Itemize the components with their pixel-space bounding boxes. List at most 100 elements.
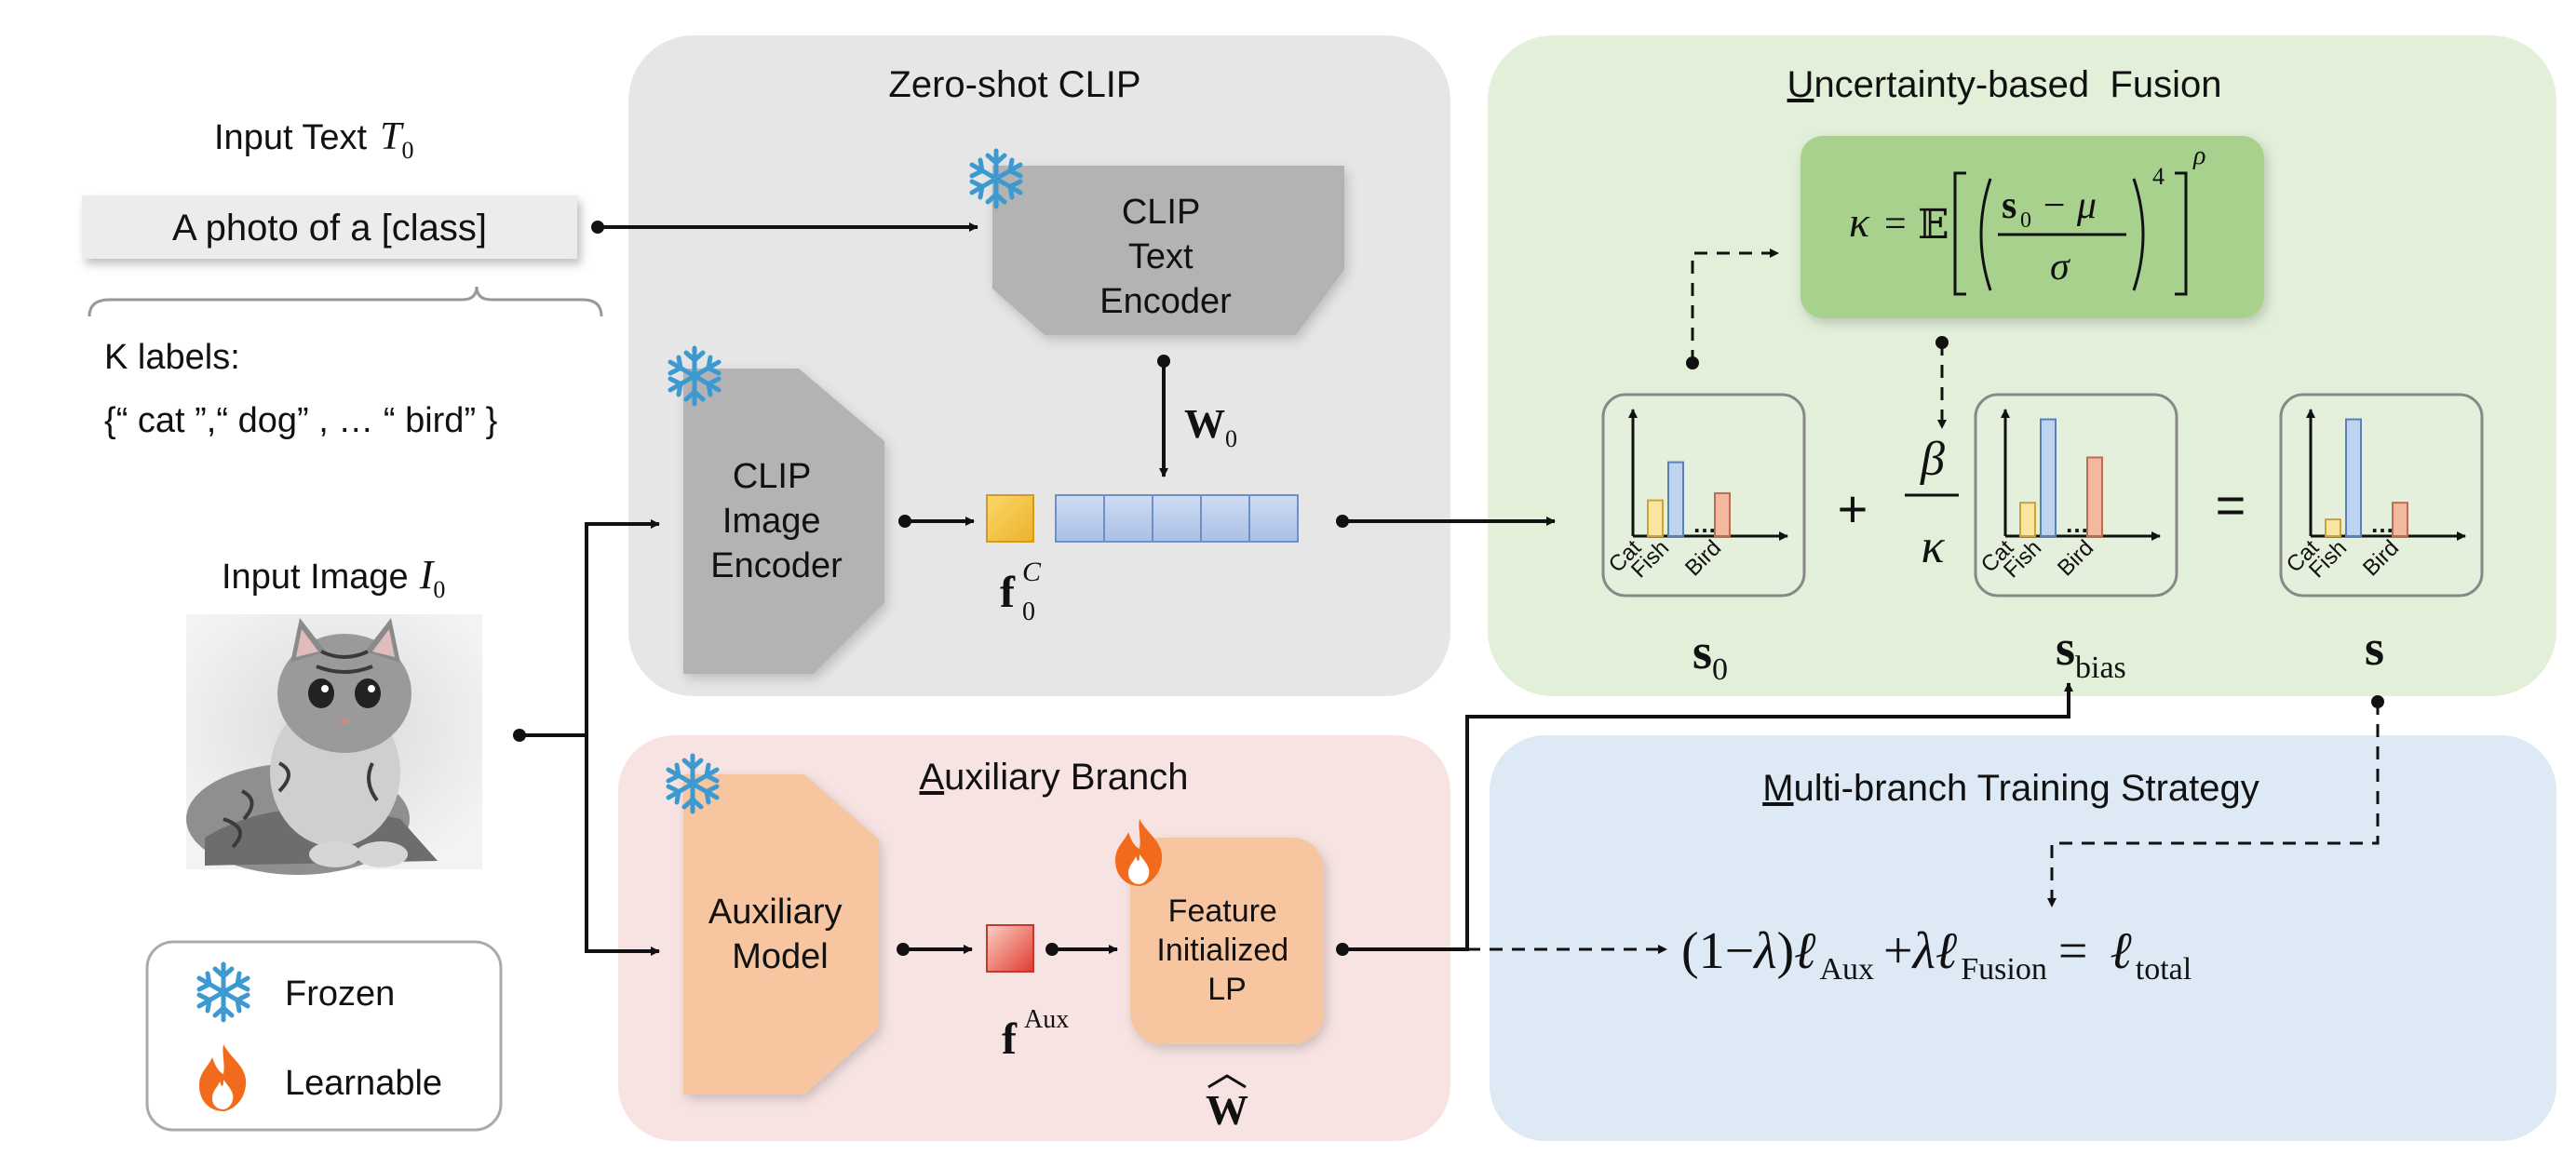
- kappa-symbol: κ: [1922, 520, 1946, 573]
- multi-branch-panel: [1490, 735, 2556, 1141]
- s0-sub: 0: [1712, 652, 1728, 687]
- weight-cell: [1055, 494, 1105, 543]
- label-brace: [88, 286, 603, 317]
- text-encoder-line-1: CLIP: [1122, 193, 1200, 232]
- feature-initialized-lp: [1130, 838, 1324, 1044]
- chart-bar: [1714, 491, 1731, 537]
- sbias-symbol: sbias: [2056, 620, 2126, 685]
- uncertainty-fusion-title: Uncertainty-based Fusion: [1787, 64, 2222, 105]
- lp-line-2: Initialized: [1156, 933, 1288, 968]
- kappa-s-sub: 0: [2020, 208, 2031, 233]
- clip-feature-sub: 0: [1022, 598, 1035, 626]
- s-to-fusion-loss-arrow: [2047, 702, 2380, 907]
- chart-bar: [2325, 518, 2341, 538]
- chart-ellipsis: …: [2065, 510, 2089, 538]
- input-image-symbol: I: [419, 552, 436, 598]
- loss-lambda: λ: [1752, 922, 1776, 980]
- s-symbol: s: [2365, 620, 2384, 676]
- kappa-left-bracket: [1953, 171, 1966, 296]
- kappa-formula: κ = 𝔼 s 0 − μ σ 4 ρ: [1849, 141, 2205, 296]
- loss-close: ): [1777, 922, 1795, 980]
- input-text-symbol: T: [380, 115, 404, 158]
- aux-model-line-1: Auxiliary: [708, 893, 843, 932]
- title-rest: ulti-branch Training Strategy: [1794, 768, 2259, 809]
- chart-bar: [2392, 502, 2408, 537]
- image-encoder-line-2: Image: [722, 502, 821, 541]
- loss-open: (1−: [1681, 922, 1754, 980]
- title-initial: M: [1762, 768, 1793, 809]
- kappa-formula-box: [1801, 136, 2264, 318]
- weight-cell: [1248, 494, 1299, 543]
- chart-bar: [2040, 418, 2057, 537]
- prompt-text: A photo of a [class]: [172, 208, 487, 248]
- faux-letter: f: [1002, 1014, 1018, 1064]
- title-initial: U: [1787, 64, 1814, 105]
- input-image-label-text: Input Image: [222, 557, 409, 597]
- w-hat-symbol: W: [1206, 1086, 1248, 1134]
- clip-feature-symbol: f: [1000, 568, 1016, 617]
- kappa-left-paren: [1979, 178, 1992, 291]
- weight-cell: [1152, 494, 1202, 543]
- fc-letter: f: [1000, 568, 1016, 617]
- w0-symbol: W0: [1184, 401, 1237, 452]
- s0-chart-box: [1601, 393, 1806, 598]
- legend-learnable-label: Learnable: [285, 1064, 442, 1103]
- chart-bar: [2086, 456, 2103, 537]
- kappa-expectation: 𝔼: [1918, 202, 1949, 248]
- lp-label: Feature Initialized LP: [1156, 893, 1297, 1007]
- clip-text-encoder: [992, 166, 1344, 335]
- text-encoder-line-2: Text: [1128, 237, 1194, 276]
- loss-ell-aux: ℓ: [1794, 922, 1816, 980]
- image-encoder-label: CLIP Image Encoder: [710, 457, 843, 585]
- input-image-symbol-sub: 0: [433, 576, 445, 603]
- weight-cell: [1200, 494, 1250, 543]
- image-encoder-line-3: Encoder: [710, 546, 843, 585]
- chart-ellipsis: …: [1693, 510, 1717, 538]
- image-encoder-line-1: CLIP: [733, 457, 811, 496]
- s0-symbol: s0: [1693, 624, 1728, 687]
- clip-feature-sup: C: [1022, 557, 1042, 587]
- title-initial: A: [919, 757, 944, 798]
- clip-feature-cell: [986, 494, 1034, 543]
- text-encoder-label: CLIP Text Encoder: [1099, 193, 1232, 321]
- chart-bar: [1667, 461, 1684, 538]
- k-labels-text: K labels:: [104, 338, 240, 377]
- text-encoder-line-3: Encoder: [1099, 282, 1232, 321]
- w-hat-accent: [1207, 1074, 1247, 1089]
- auxiliary-model: [683, 774, 879, 1095]
- plus-operator: +: [1838, 479, 1868, 538]
- kappa-s: s: [2002, 184, 2016, 227]
- w0-sub: 0: [1225, 425, 1237, 452]
- sbias-sub: bias: [2075, 651, 2126, 685]
- kappa-rho: ρ: [2192, 141, 2205, 170]
- image-connector: [519, 519, 660, 737]
- aux-feature-cell: [986, 924, 1034, 973]
- kappa-lhs: κ: [1849, 198, 1870, 246]
- loss-lambda-2: λ: [1911, 922, 1935, 980]
- loss-ell-fusion: ℓ: [1935, 922, 1958, 980]
- loss-aux-sub: Aux: [1819, 952, 1874, 987]
- clip-image-encoder: [683, 369, 884, 674]
- w0-letter: W: [1184, 401, 1225, 447]
- input-text-label-text: Input Text: [214, 118, 368, 157]
- image-to-aux-connector: [585, 735, 660, 956]
- title-rest: uxiliary Branch: [944, 757, 1188, 798]
- title-rest: ncertainty-based Fusion: [1814, 64, 2221, 105]
- chart-bar: [1647, 499, 1664, 537]
- kappa-eq: =: [1884, 203, 1907, 246]
- kappa-power: 4: [2152, 163, 2165, 190]
- loss-total-sub: total: [2136, 952, 2192, 987]
- s0-to-kappa-arrow: [1691, 248, 1779, 363]
- sbias-chart-box: [1974, 393, 2178, 598]
- aux-model-line-2: Model: [732, 937, 829, 976]
- input-text-symbol-sub: 0: [401, 137, 413, 164]
- chart-bar: [2345, 418, 2362, 537]
- weight-cell: [1103, 494, 1153, 543]
- prompt-box: [82, 195, 577, 259]
- loss-fusion-sub: Fusion: [1961, 952, 2047, 987]
- cat-image: [186, 614, 482, 875]
